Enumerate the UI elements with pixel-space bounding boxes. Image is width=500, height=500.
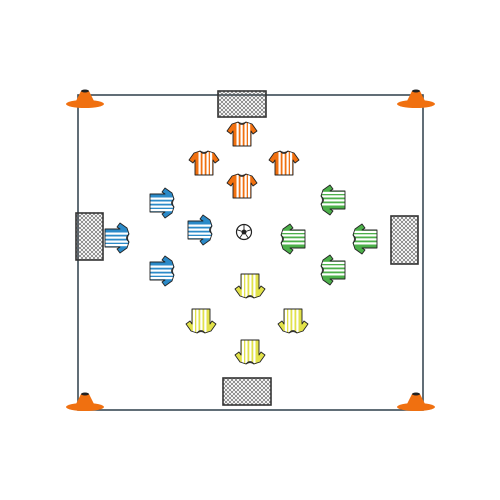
cone-icon-top-right <box>397 89 435 108</box>
orange-player-2-icon <box>188 150 220 176</box>
cone-icon-top-left <box>66 89 104 108</box>
yellow-player-3-icon <box>277 308 309 334</box>
green-player-3-icon <box>352 223 378 255</box>
orange-player-1-icon <box>226 121 258 147</box>
goal-top <box>217 90 267 118</box>
green-player-2-icon <box>280 223 306 255</box>
blue-player-2-icon <box>187 214 213 246</box>
goal-bottom <box>222 377 272 406</box>
soccer-ball-icon <box>235 223 253 241</box>
cone-icon-bottom-right <box>397 392 435 411</box>
yellow-player-2-icon <box>185 308 217 334</box>
blue-player-1-icon <box>149 187 175 219</box>
goal-left <box>75 212 104 261</box>
yellow-player-1-icon <box>234 273 266 299</box>
green-player-1-icon <box>320 184 346 216</box>
orange-player-4-icon <box>226 173 258 199</box>
blue-player-4-icon <box>149 255 175 287</box>
orange-player-3-icon <box>268 150 300 176</box>
yellow-player-4-icon <box>234 339 266 365</box>
cone-icon-bottom-left <box>66 392 104 411</box>
goal-right <box>390 215 419 265</box>
green-player-4-icon <box>320 254 346 286</box>
blue-player-3-icon <box>104 222 130 254</box>
